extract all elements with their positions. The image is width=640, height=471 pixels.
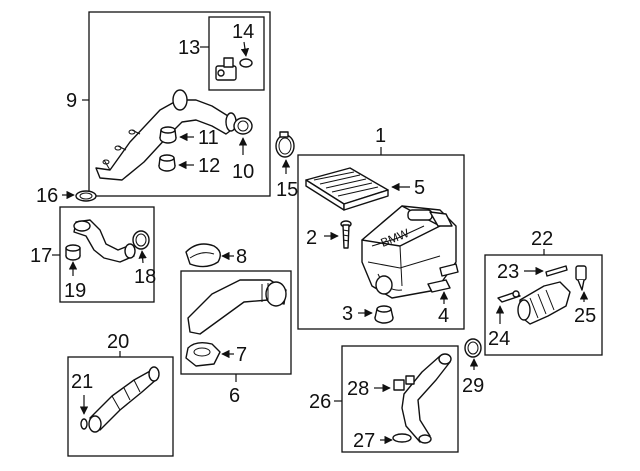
callout-19: 19 (64, 280, 86, 302)
sensor-25 (575, 265, 587, 291)
callout-14: 14 (232, 21, 254, 43)
callout-10: 10 (232, 161, 254, 183)
callout-24: 24 (488, 328, 510, 350)
air-filter-element (305, 167, 389, 211)
air-cleaner-housing: BMW (361, 205, 457, 299)
callout-12: 12 (198, 155, 220, 177)
callout-7: 7 (236, 344, 247, 366)
callout-16: 16 (36, 185, 58, 207)
callout-1: 1 (375, 125, 386, 147)
hose-clip-24 (497, 290, 521, 303)
o-ring-21 (80, 418, 88, 430)
callout-17: 17 (30, 245, 52, 267)
callout-11: 11 (198, 127, 219, 149)
callout-8: 8 (236, 246, 247, 268)
clamp-18 (132, 230, 150, 250)
boost-pipe-22 (517, 281, 571, 325)
callout-21: 21 (71, 371, 93, 393)
grommet-3 (374, 305, 394, 324)
callout-26: 26 (309, 391, 331, 413)
hose-clamp-15 (275, 131, 295, 158)
duct-seal-8 (185, 243, 221, 268)
air-duct-6 (187, 279, 287, 335)
o-ring-27 (392, 433, 412, 443)
callout-20: 20 (107, 331, 129, 353)
mounting-bracket-4 (427, 263, 459, 293)
clip-23 (545, 265, 568, 277)
sensor-o-ring (239, 58, 253, 68)
callout-2: 2 (306, 227, 317, 249)
intake-tube-20 (88, 366, 160, 433)
mass-air-flow-sensor (215, 57, 237, 81)
callout-28: 28 (347, 378, 369, 400)
callout-15: 15 (276, 179, 298, 201)
group-box-26 (341, 345, 459, 453)
callout-22: 22 (531, 228, 553, 250)
seal-16 (75, 190, 97, 202)
callout-3: 3 (342, 303, 353, 325)
intake-hose-17 (73, 219, 136, 263)
bolt-2 (340, 220, 352, 249)
callout-6: 6 (229, 385, 240, 407)
resonator-7 (185, 341, 221, 367)
callout-5: 5 (414, 177, 425, 199)
callout-4: 4 (438, 305, 449, 327)
grommet-12 (158, 154, 176, 172)
callout-9: 9 (66, 90, 77, 112)
callout-27: 27 (353, 430, 375, 452)
clip-28 (393, 375, 415, 391)
callout-18: 18 (134, 266, 156, 288)
hose-clamp-29 (464, 338, 482, 358)
group-box-9 (88, 11, 271, 197)
callout-23: 23 (497, 261, 519, 283)
callout-25: 25 (574, 305, 596, 327)
group-box-13 (208, 16, 265, 91)
charge-hose-26 (401, 353, 452, 444)
grommet-11 (159, 126, 177, 144)
callout-29: 29 (462, 375, 484, 397)
clamp-ring-10 (233, 117, 253, 135)
grommet-19 (65, 244, 81, 261)
callout-13: 13 (178, 37, 200, 59)
